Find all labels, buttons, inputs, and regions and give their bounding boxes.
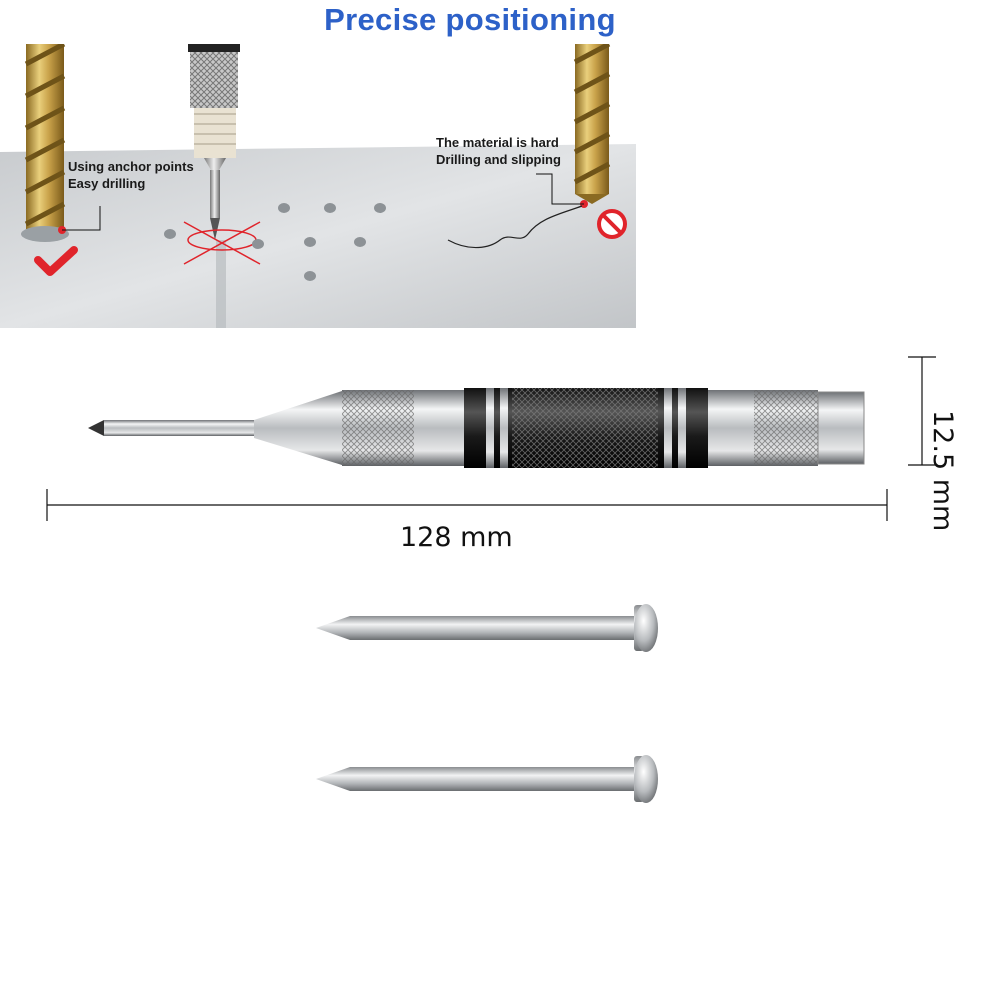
prohibited-icon bbox=[597, 209, 627, 239]
replacement-pin-1 bbox=[316, 604, 658, 652]
check-mark-icon bbox=[34, 246, 78, 276]
anchor-points-note: Using anchor points Easy drilling bbox=[68, 159, 194, 191]
drilling-demo-panel: Using anchor points Easy drilling The ma… bbox=[0, 44, 636, 328]
hard-material-note: The material is hard Drilling and slippi… bbox=[436, 135, 561, 167]
left-drill-bit bbox=[21, 44, 69, 242]
right-drill-bit bbox=[573, 44, 611, 204]
length-dimension-line bbox=[46, 489, 888, 521]
center-punch bbox=[88, 388, 865, 468]
length-label: 128 mm bbox=[400, 522, 513, 553]
drilling-demo-illustration bbox=[0, 44, 636, 328]
page-title: Precise positioning bbox=[324, 2, 616, 37]
diameter-label: 12.5 mm bbox=[927, 410, 958, 532]
replacement-pin-2 bbox=[316, 755, 658, 803]
center-punch-in-use bbox=[188, 44, 240, 328]
